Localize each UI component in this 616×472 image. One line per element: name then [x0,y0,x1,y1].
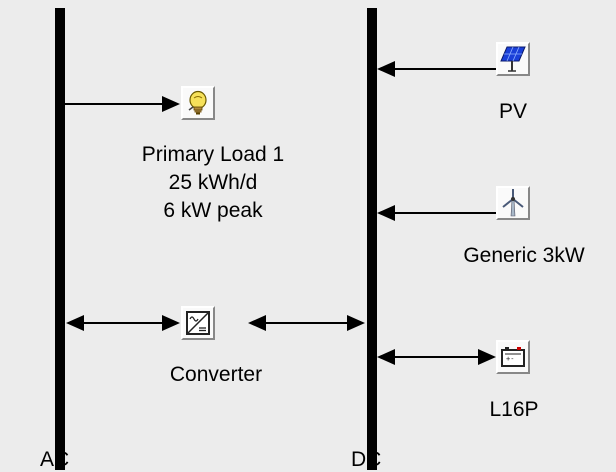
battery-button[interactable]: +- [496,340,530,374]
converter-icon [186,311,210,335]
solar-panel-icon [500,46,526,72]
primary-load-name: Primary Load 1 [141,143,285,166]
pv-button[interactable] [496,42,530,76]
converter-name: Converter [169,363,263,386]
ac-converter-arrow-right [162,315,180,331]
pv-name: PV [498,100,527,123]
primary-load-energy: 25 kWh/d [168,171,258,194]
lightbulb-icon [188,90,207,115]
ac-converter-arrow-left [66,315,84,331]
wind-turbine-icon [502,189,524,217]
wind-turbine-name: Generic 3kW [463,244,585,267]
svg-text:+-: +- [506,355,514,363]
converter-dc-arrow-left [248,315,266,331]
battery-arrow-right [478,349,496,365]
wind-arrow [377,205,395,221]
battery-icon: +- [501,347,525,367]
dc-bus[interactable] [367,8,377,470]
load-arrow [162,96,180,112]
battery-arrow-left [377,349,395,365]
battery-name: L16P [489,398,539,421]
converter-dc-arrow-right [347,315,365,331]
converter-button[interactable] [181,306,215,340]
primary-load-peak: 6 kW peak [163,199,263,222]
pv-arrow [377,61,395,77]
dc-bus-label: DC [351,448,382,471]
primary-load-button[interactable] [181,86,215,120]
ac-bus-label: AC [40,448,70,471]
ac-bus[interactable] [55,8,65,470]
wind-turbine-button[interactable] [496,186,530,220]
